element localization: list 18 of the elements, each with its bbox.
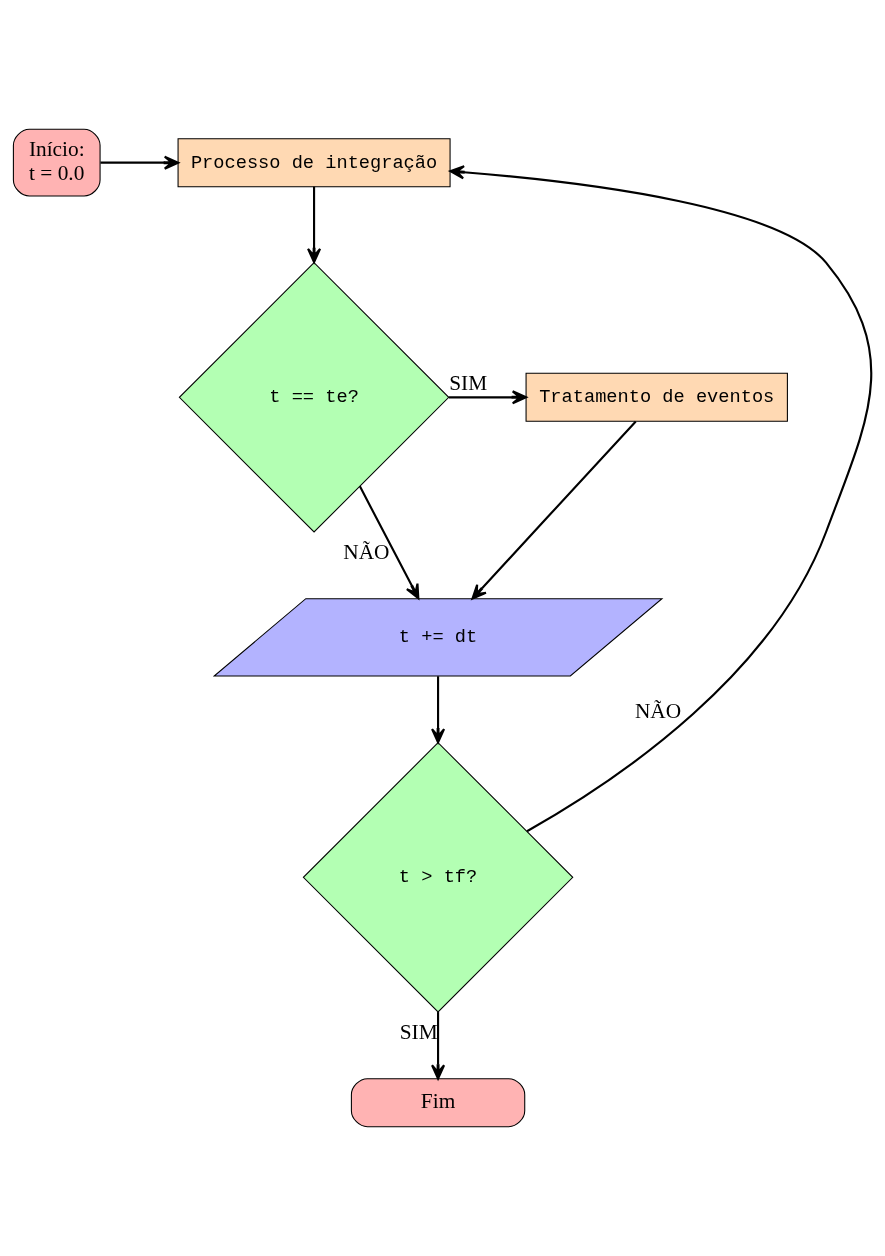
edge-label: SIM (449, 371, 488, 396)
arrow (431, 1012, 446, 1080)
arrow (448, 390, 528, 405)
node-box: Tratamento de eventos (525, 372, 788, 422)
edge-label: NÃO (634, 698, 682, 723)
edge-label: SIM (399, 1019, 438, 1044)
node-diamond: t > tf? (302, 741, 574, 1013)
node-box: Início: t = 0.0 (12, 128, 101, 197)
arrow (449, 165, 873, 833)
node-box: Fim (350, 1078, 526, 1128)
arrow (431, 676, 446, 744)
arrow (307, 186, 322, 264)
node-box: Processo de integração (177, 138, 451, 188)
arrow (100, 155, 180, 170)
arrow (471, 420, 637, 600)
arrow (358, 485, 420, 600)
edge-label: NÃO (343, 540, 390, 565)
node-diamond: t == te? (178, 261, 450, 533)
